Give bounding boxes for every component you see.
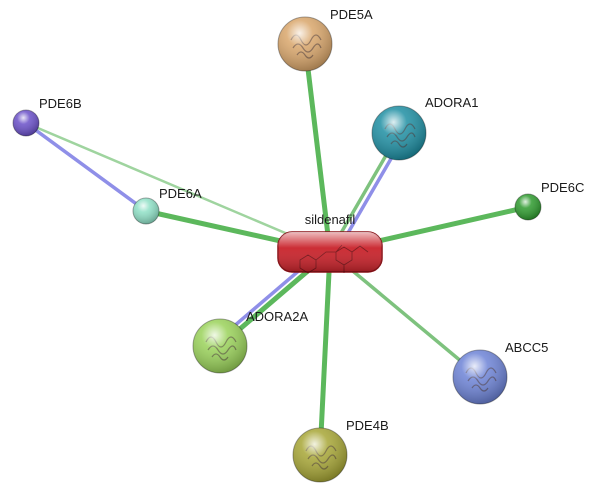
edge-sildenafil-abcc5[interactable] xyxy=(328,250,482,379)
node-pde4b[interactable]: PDE4B xyxy=(292,418,389,483)
sphere-highlight xyxy=(293,428,347,482)
node-label-abcc5: ABCC5 xyxy=(505,340,548,355)
edge-sildenafil-pde5a[interactable] xyxy=(302,41,333,255)
node-pde5a[interactable]: PDE5A xyxy=(277,7,373,72)
sphere-highlight xyxy=(372,106,426,160)
node-label-pde6a: PDE6A xyxy=(159,186,202,201)
sphere-highlight xyxy=(13,110,39,136)
edge-sildenafil-pde4b[interactable] xyxy=(317,249,333,458)
node-label-adora1: ADORA1 xyxy=(425,95,478,110)
sphere-highlight xyxy=(278,17,332,71)
node-adora1[interactable]: ADORA1 xyxy=(371,95,478,161)
edge-pde6b-pde6a[interactable] xyxy=(24,121,148,213)
node-label-pde6b: PDE6B xyxy=(39,96,82,111)
node-label-pde4b: PDE4B xyxy=(346,418,389,433)
node-sildenafil[interactable]: sildenafil xyxy=(277,212,383,274)
sphere-highlight xyxy=(133,198,159,224)
sphere-highlight xyxy=(193,319,247,373)
node-pde6b[interactable]: PDE6B xyxy=(12,96,82,137)
sphere-highlight xyxy=(515,194,541,220)
nodes-layer: sildenafil PDE5A ADORA1 PDE6B PDE6A PDE6C ADOR… xyxy=(12,7,584,483)
node-abcc5[interactable]: ABCC5 xyxy=(452,340,548,405)
node-label-sildenafil: sildenafil xyxy=(305,212,356,227)
sphere-highlight xyxy=(453,350,507,404)
node-pde6a[interactable]: PDE6A xyxy=(132,186,202,225)
compound-pill-highlight xyxy=(278,232,382,272)
node-label-adora2a: ADORA2A xyxy=(246,309,308,324)
edge-sildenafil-pde6b[interactable] xyxy=(24,121,332,254)
node-adora2a[interactable]: ADORA2A xyxy=(192,309,308,374)
node-pde6c[interactable]: PDE6C xyxy=(514,180,584,221)
node-label-pde5a: PDE5A xyxy=(330,7,373,22)
node-label-pde6c: PDE6C xyxy=(541,180,584,195)
